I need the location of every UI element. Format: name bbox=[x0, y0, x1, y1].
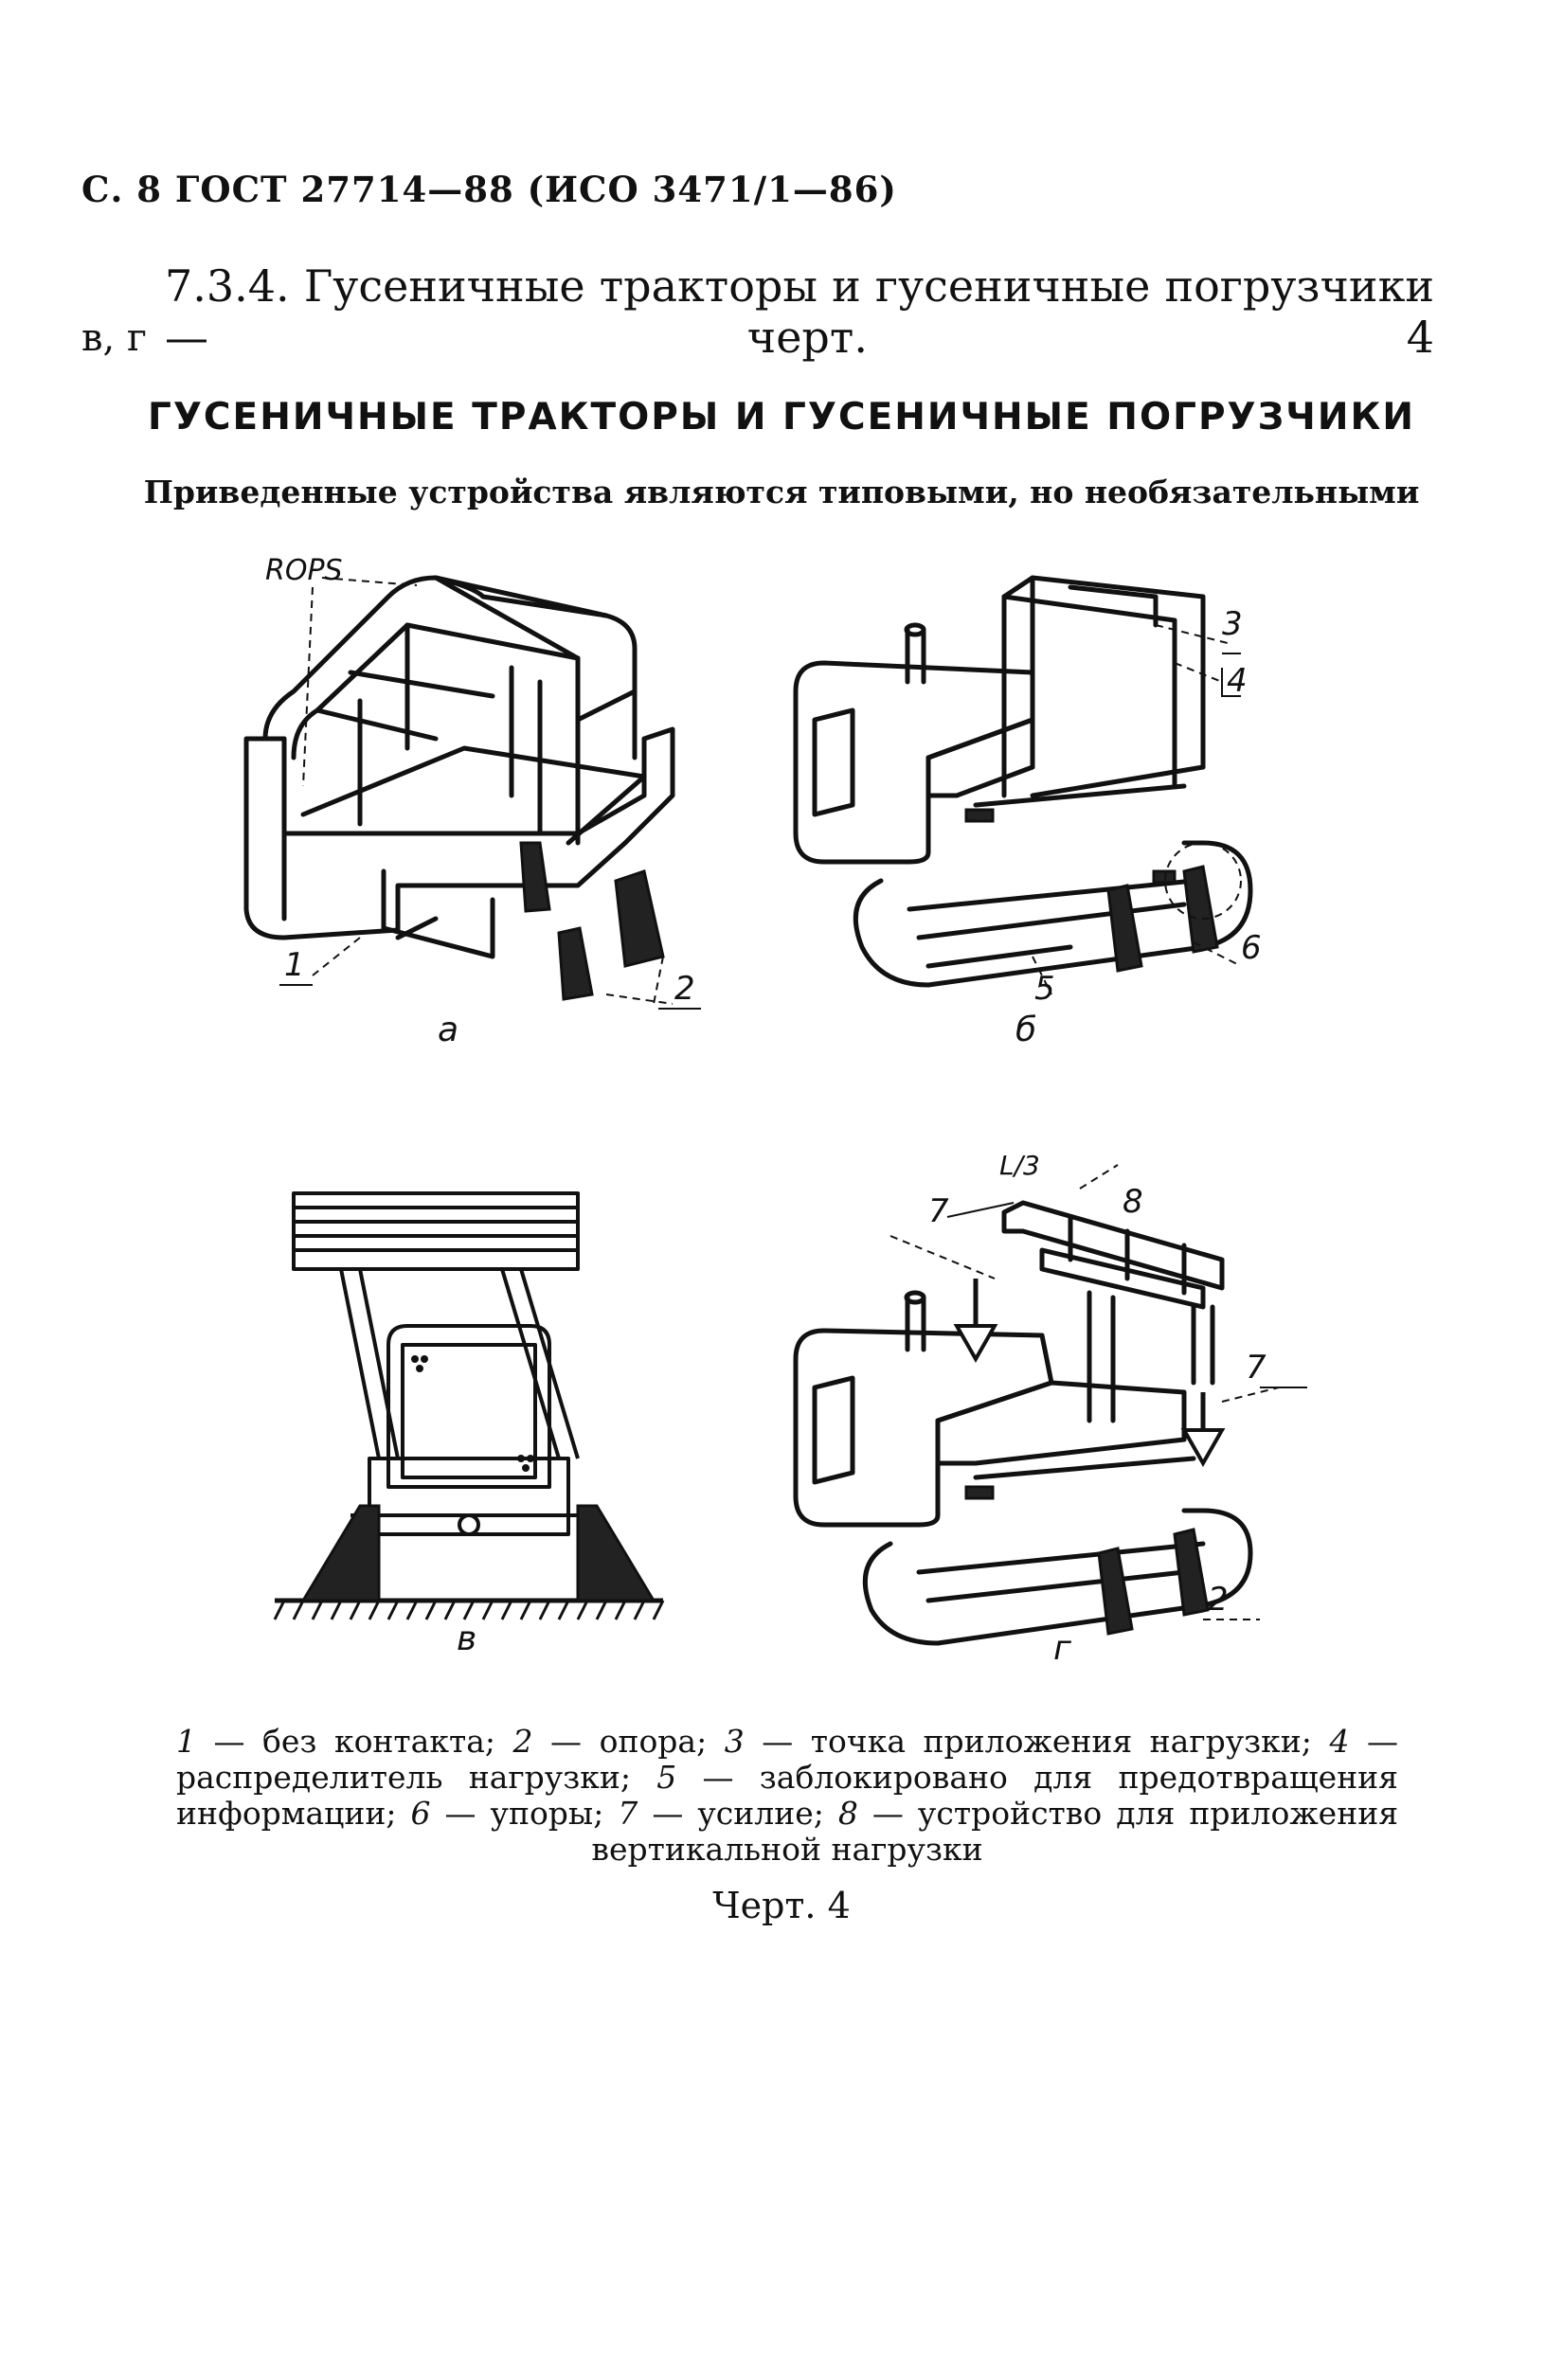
legend-item: 4 — распределитель нагрузки; bbox=[176, 1723, 1398, 1796]
figure-number: Черт. 4 bbox=[712, 1885, 851, 1926]
paragraph-line-1: 7.3.4. Гусеничные тракторы и гусеничные … bbox=[165, 260, 1434, 363]
paragraph-line-2: в, г bbox=[81, 316, 147, 360]
callout-8-fig-d: 8 bbox=[1123, 1183, 1143, 1221]
callout-2-fig-d: 2 bbox=[1208, 1581, 1229, 1619]
section-subtitle: Приведенные устройства являются типовыми… bbox=[143, 474, 1420, 510]
figure-d: L/3 8 7 7 2 bbox=[793, 1150, 1307, 1646]
callout-1-fig-a: 1 bbox=[284, 946, 305, 984]
legend-item: 1 — без контакта; bbox=[176, 1723, 496, 1760]
callout-6-fig-b: 6 bbox=[1241, 929, 1262, 967]
figure-label-c: в bbox=[457, 1619, 477, 1658]
figure-b: 3 4 5 6 bbox=[793, 575, 1262, 1008]
callout-7-lower-fig-d: 7 bbox=[1246, 1349, 1267, 1387]
callout-4-fig-b: 4 bbox=[1227, 662, 1248, 700]
callout-3-fig-b: 3 bbox=[1222, 605, 1243, 643]
legend-item: 2 — опора; bbox=[512, 1723, 708, 1760]
running-head: С. 8 ГОСТ 27714—88 (ИСО 3471/1—86) bbox=[81, 169, 897, 210]
figure-legend: 1 — без контакта; 2 — опора; 3 — точка п… bbox=[176, 1724, 1398, 1868]
legend-item: 8 — устройство для приложения вертикальн… bbox=[591, 1795, 1399, 1868]
legend-item: 7 — усилие; bbox=[618, 1795, 824, 1832]
section-title: ГУСЕНИЧНЫЕ ТРАКТОРЫ И ГУСЕНИЧНЫЕ ПОГРУЗЧ… bbox=[148, 396, 1415, 438]
callout-2-fig-a: 2 bbox=[674, 970, 695, 1008]
figure-label-a: а bbox=[438, 1011, 459, 1049]
callout-7-upper-fig-d: 7 bbox=[928, 1192, 949, 1230]
figure-c bbox=[273, 1191, 665, 1620]
figure-label-d: г bbox=[1053, 1629, 1071, 1668]
figure-a: ROPS 1 2 bbox=[243, 554, 701, 1010]
figure-label-b: б bbox=[1015, 1011, 1037, 1049]
legend-item: 5 — заблокировано для предотвращения инф… bbox=[176, 1759, 1398, 1832]
rops-label: ROPS bbox=[265, 554, 343, 587]
legend-item: 3 — точка приложения нагрузки; bbox=[724, 1723, 1312, 1760]
legend-item: 6 — упоры; bbox=[410, 1795, 604, 1832]
callout-5-fig-b: 5 bbox=[1034, 970, 1055, 1008]
callout-l3-fig-d: L/3 bbox=[999, 1150, 1040, 1181]
